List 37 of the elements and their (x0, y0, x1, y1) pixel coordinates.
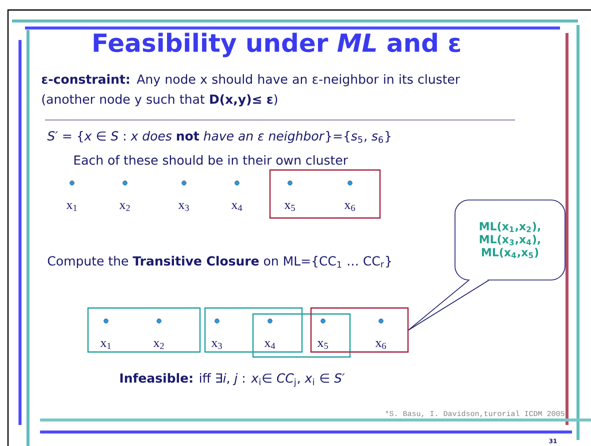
data-point: x$_{1}$ (66, 180, 77, 211)
cluster-box (87, 307, 201, 353)
node-label: x$_{3}$ (178, 203, 189, 211)
data-point: x$_{2}$ (119, 180, 130, 211)
node-label: x$_{6}$ (344, 203, 356, 211)
node-label: x$_{4}$ (264, 341, 276, 349)
data-point: x$_{4}$ (264, 318, 276, 349)
data-point: x$_{5}$ (284, 180, 295, 211)
data-point: x$_{6}$ (344, 180, 355, 211)
speech-bubble: ML(x$_{1}$,x$_{2}$), ML(x$_{3}$,x$_{4}$), ML(x$_{4}$,x$_{5}$) (454, 200, 566, 280)
cluster-box (252, 313, 351, 358)
data-point: x$_{6}$ (375, 318, 386, 349)
node-label: x$_{5}$ (317, 341, 328, 349)
node-label: x$_{5}$ (284, 203, 295, 211)
data-point: x$_{5}$ (317, 318, 328, 349)
title: Feasibility under ML and ε (94, 32, 460, 58)
cluster-box (269, 169, 381, 219)
node-label: x$_{1}$ (66, 203, 77, 211)
data-point: x$_{3}$ (211, 318, 222, 349)
node-label: x$_{1}$ (100, 341, 111, 349)
node-label: x$_{2}$ (153, 341, 164, 349)
node-label: x$_{3}$ (211, 341, 222, 349)
data-point: x$_{4}$ (231, 180, 242, 211)
cluster-box (310, 307, 409, 353)
node-label: x$_{4}$ (231, 203, 242, 211)
data-point: x$_{1}$ (100, 318, 111, 349)
cluster-box (204, 307, 303, 353)
condition: Infeasible: iff ∃i, j : x$_{i}$∈ CC$_{j}$, x$_{i}$ ∈ S′ (120, 373, 345, 387)
data-point: x$_{3}$ (178, 180, 189, 211)
note: Each of these should be in their own cluster (74, 155, 348, 165)
paragraph: ε-constraint: Any node x should have an ε-neighbor in its cluster (another node y such that D(x,y)≤ ε) (42, 74, 460, 106)
leader-line (408, 280, 469, 330)
statement: Compute the Transitive Closure on ML={CC$_{1}$ … CC$_{r}$} (48, 256, 391, 268)
set-definition: S′ = {x ∈ S : x does not have an ε neighbor}={s$_{5}$, s$_{6}$} (47, 130, 390, 144)
data-point: x$_{2}$ (153, 318, 164, 349)
node-label: x$_{6}$ (375, 341, 386, 349)
node-label: x$_{2}$ (119, 203, 130, 211)
